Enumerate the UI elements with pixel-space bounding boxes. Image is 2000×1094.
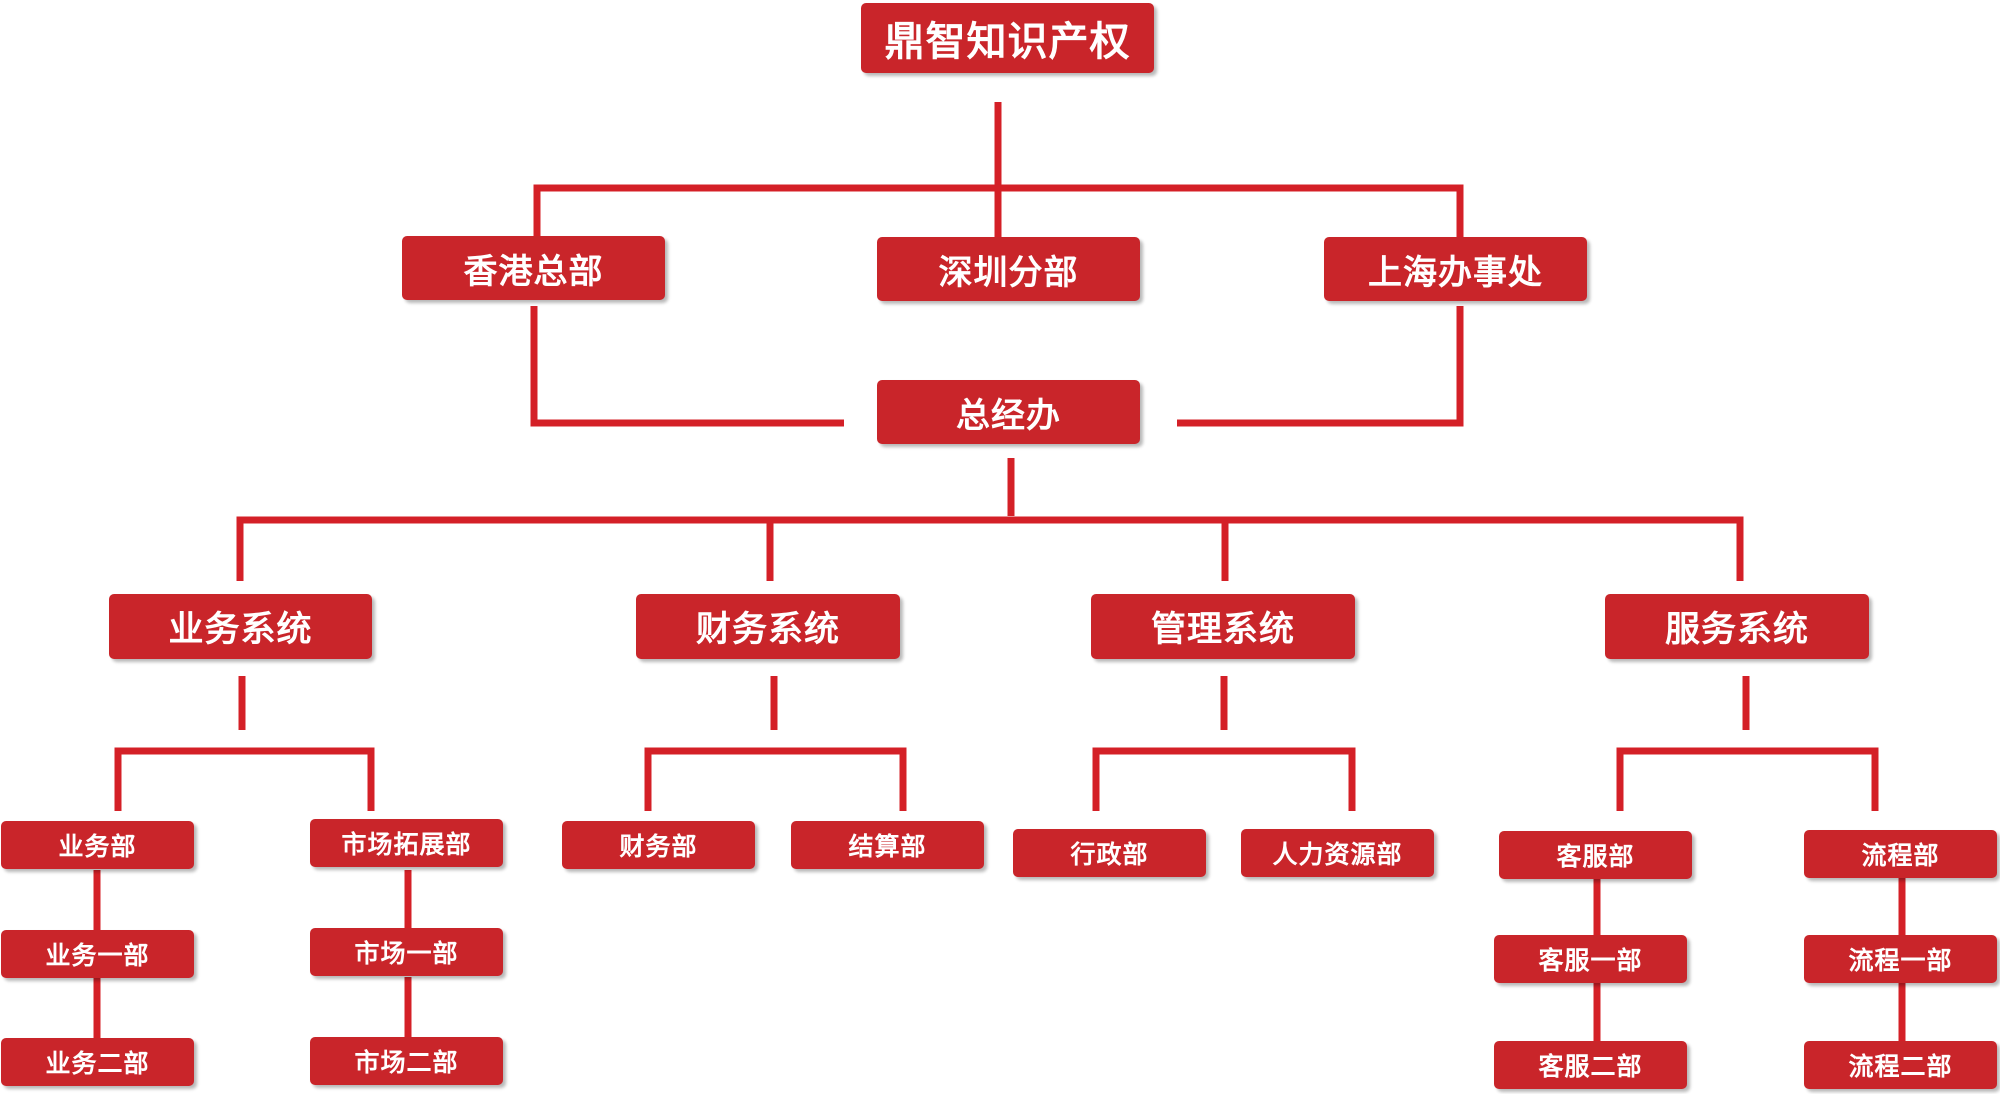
system-node-business: 业务系统: [109, 594, 372, 659]
subdept-node-customer-service-1: 客服一部: [1494, 935, 1687, 983]
subdept-node-process-1: 流程一部: [1804, 935, 1997, 983]
office-node: 总经办: [877, 380, 1140, 444]
dept-node-customer-service: 客服部: [1499, 831, 1692, 879]
subdept-node-business-1: 业务一部: [1, 930, 194, 978]
connector-business-bar: [114, 747, 375, 811]
dept-node-human-resources: 人力资源部: [1241, 829, 1434, 877]
dept-node-process: 流程部: [1804, 830, 1997, 878]
root-node: 鼎智知识产权: [861, 3, 1154, 73]
system-node-management: 管理系统: [1091, 594, 1355, 659]
connector-system-bar: [236, 516, 1744, 581]
dept-node-settlement: 结算部: [791, 821, 984, 869]
branch-node-shanghai: 上海办事处: [1324, 237, 1587, 301]
subdept-node-process-2: 流程二部: [1804, 1041, 1997, 1089]
dept-node-administration: 行政部: [1013, 829, 1206, 877]
system-node-service: 服务系统: [1605, 594, 1869, 659]
system-node-finance: 财务系统: [636, 594, 900, 659]
subdept-node-customer-service-2: 客服二部: [1494, 1041, 1687, 1089]
dept-node-market-expansion: 市场拓展部: [310, 819, 503, 867]
branch-node-hongkong: 香港总部: [402, 236, 665, 300]
branch-node-shenzhen: 深圳分部: [877, 237, 1140, 301]
subdept-node-market-1: 市场一部: [310, 928, 503, 976]
connector-management-bar: [1092, 747, 1356, 811]
connector-finance-bar: [644, 747, 907, 811]
subdept-node-market-2: 市场二部: [310, 1037, 503, 1085]
connector-shanghai-office: [1177, 306, 1464, 427]
dept-node-finance: 财务部: [562, 821, 755, 869]
subdept-node-business-2: 业务二部: [1, 1038, 194, 1086]
dept-node-business: 业务部: [1, 821, 194, 869]
connector-service-bar: [1616, 747, 1879, 811]
connector-hongkong-office: [530, 306, 844, 427]
